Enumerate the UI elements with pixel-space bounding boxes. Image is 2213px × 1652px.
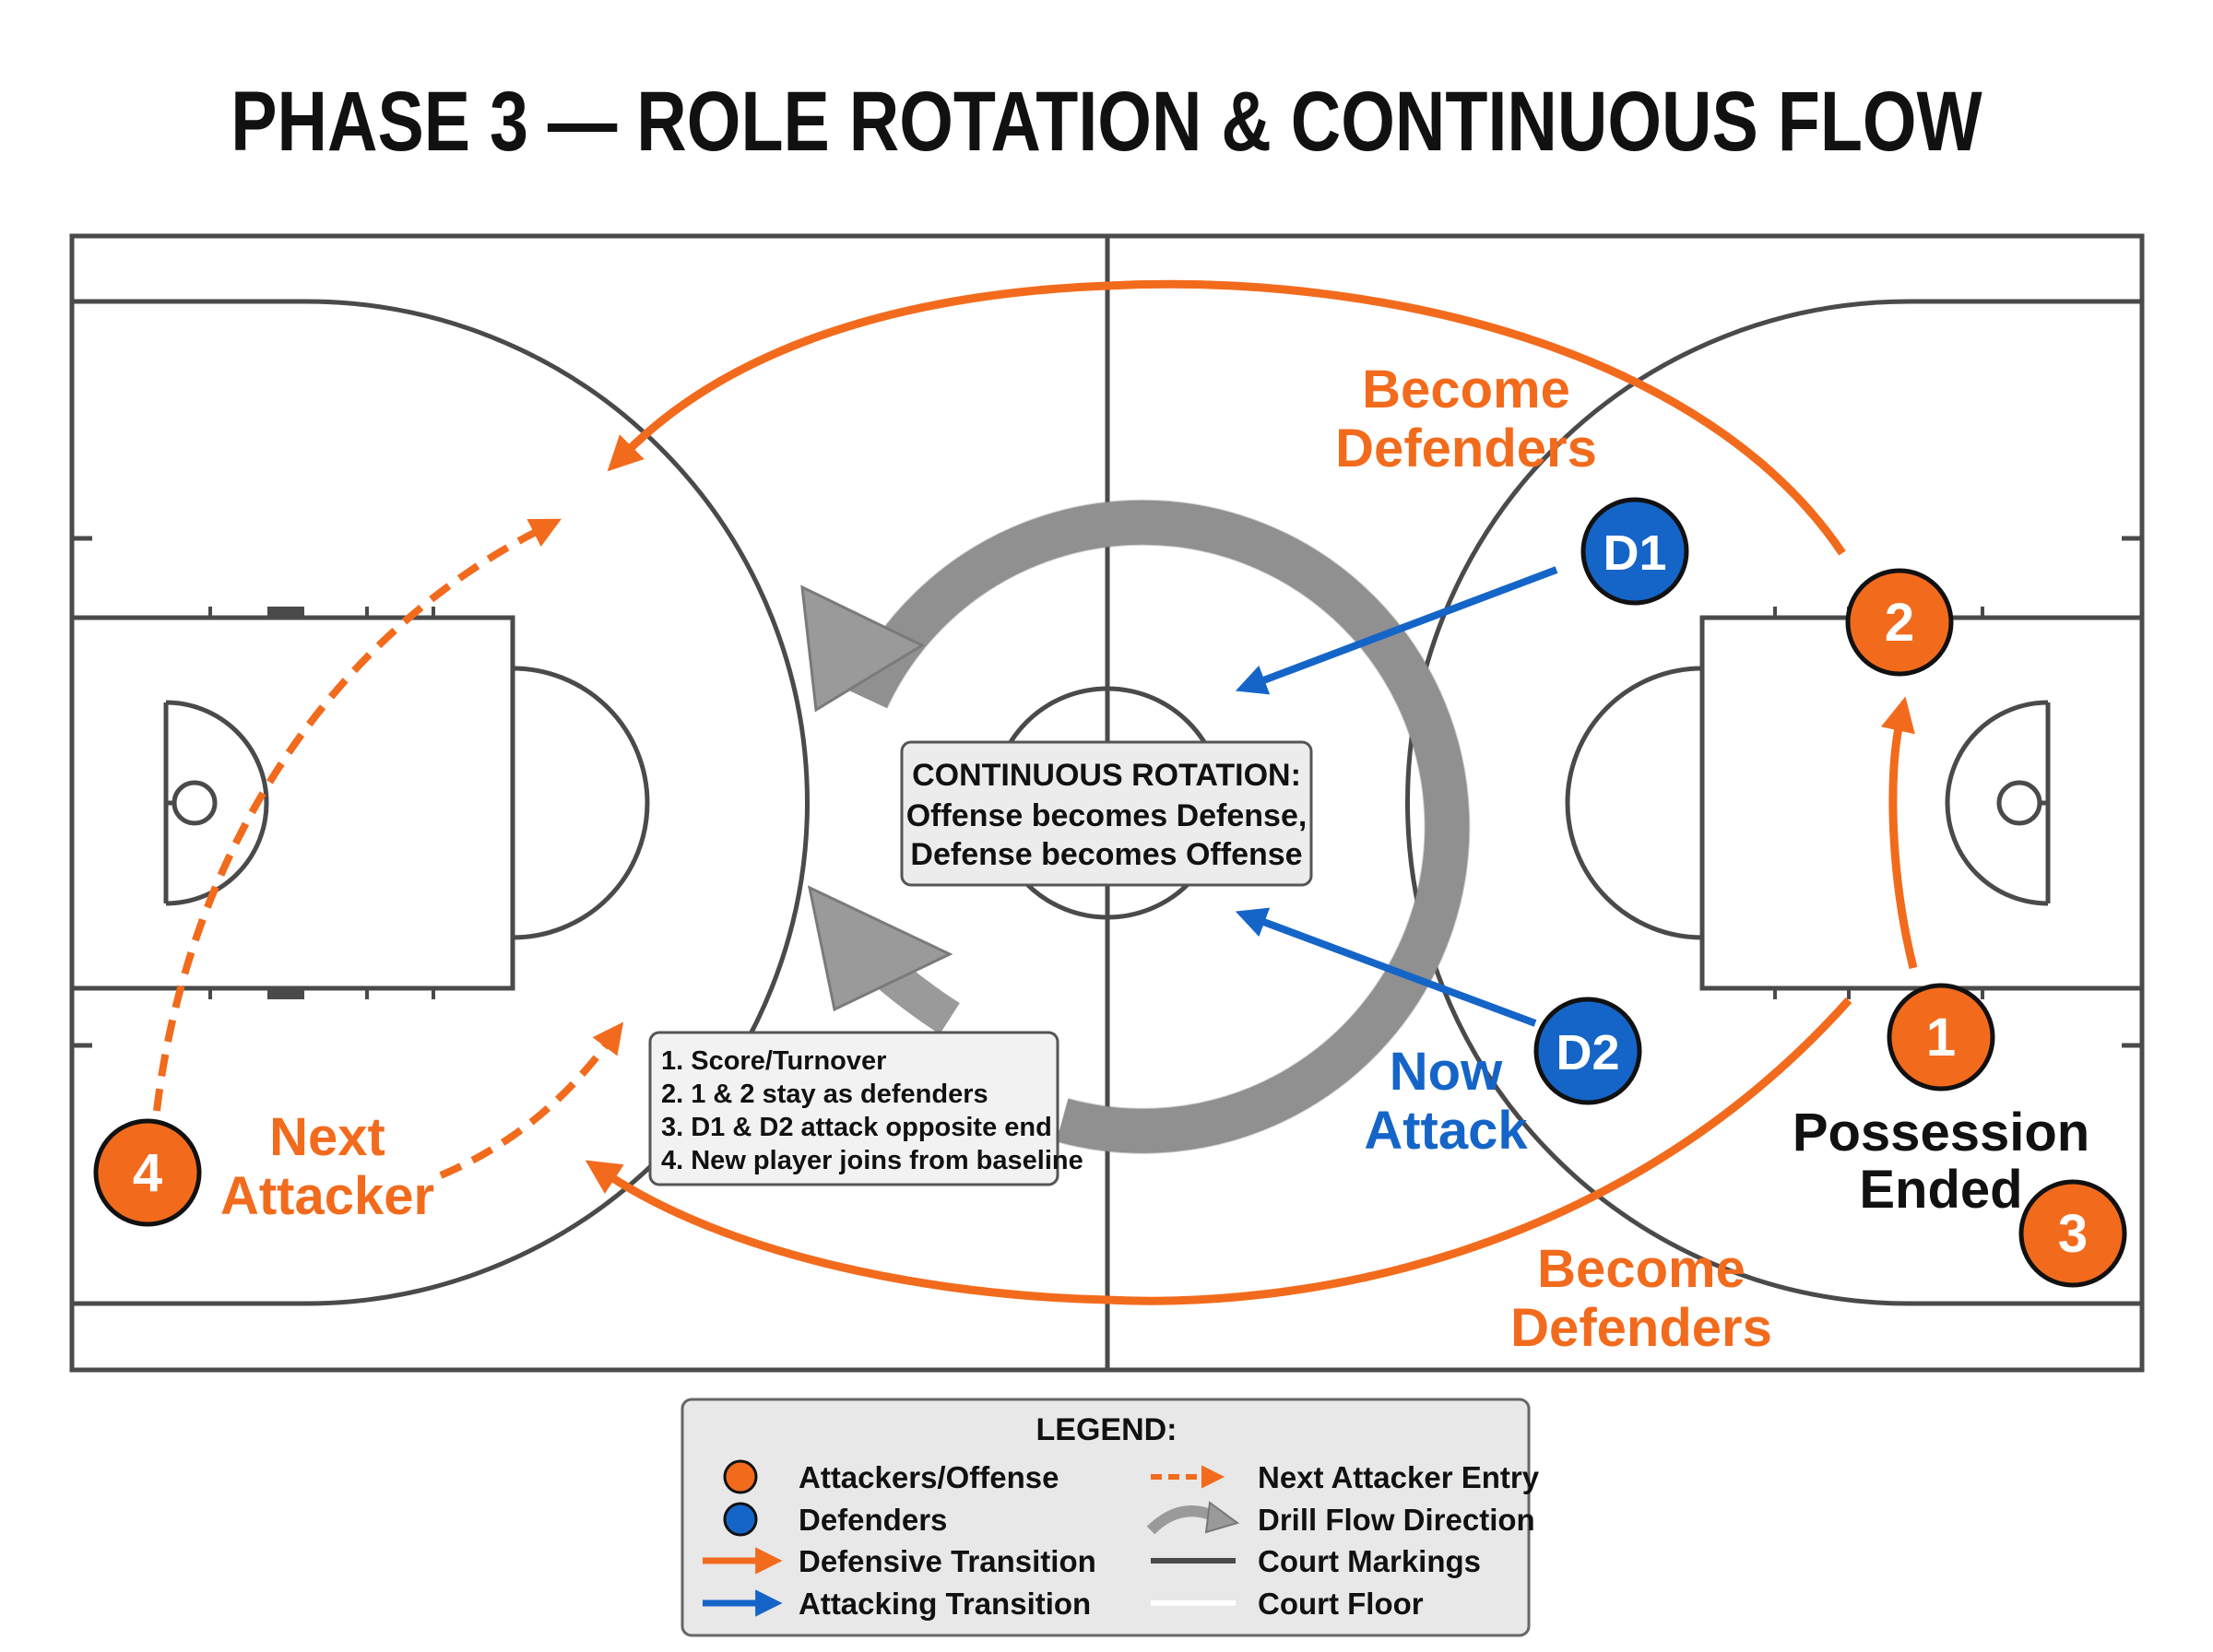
defender-d2: D2 [1533,997,1642,1105]
defensive-transitions [585,279,1918,1305]
become-defenders-bottom-line1: Become [1537,1239,1746,1299]
right-restricted-arc [1945,700,2049,906]
right-three-point-line [1405,299,2142,1306]
d1-attack-arrow [1235,566,1558,695]
legend-blue-dot-icon [723,1502,758,1537]
legend-label-court-floor: Court Floor [1258,1587,1424,1621]
page-title: PHASE 3 — ROLE ROTATION & CONTINUOUS FLO… [231,74,1982,169]
defender-d1: D1 [1580,497,1689,606]
svg-text:3: 3 [2058,1204,2088,1264]
svg-text:D2: D2 [1556,1025,1619,1080]
left-key [69,615,515,991]
legend-title: LEGEND: [1036,1412,1178,1447]
court [69,233,2145,1373]
legend-label-drill-flow: Drill Flow Direction [1258,1503,1535,1537]
center-box-line1: Offense becomes Defense, [906,798,1308,833]
top-defensive-arrow [607,279,1846,556]
player-2: 2 [1845,568,1954,677]
d2-attack-arrow [1235,907,1537,1027]
next-attacker-arrow-lower [439,1021,624,1179]
right-hoop [1996,780,2042,826]
possession-ended-line2: Ended [1859,1160,2022,1220]
next-attacker-line1: Next [269,1107,385,1167]
left-hoop [172,780,218,826]
annotations: Become Defenders Become Defenders Now At… [220,360,2089,1358]
player-1: 1 [1887,983,1995,1092]
step-2: 2. 1 & 2 stay as defenders [661,1080,988,1109]
next-attacker-line2: Attacker [220,1166,434,1226]
drill-flow-head-upper [800,584,926,713]
steps-box: 1. Score/Turnover 2. 1 & 2 stay as defen… [648,1031,1083,1186]
svg-text:1: 1 [1926,1008,1956,1068]
legend-label-defenders: Defenders [799,1503,947,1537]
legend-label-defensive-transition: Defensive Transition [799,1544,1096,1578]
step-4: 4. New player joins from baseline [661,1146,1083,1175]
center-rotation-box: CONTINUOUS ROTATION: Offense becomes Def… [900,740,1313,887]
right-free-throw-circle [1565,666,1703,940]
lane-marks [208,607,1984,999]
right-key [1699,615,2145,991]
attacking-transitions [1235,566,1558,1027]
step-1: 1. Score/Turnover [661,1046,886,1076]
next-attacker-entries [153,518,624,1179]
player-4: 4 [93,1118,202,1227]
svg-text:2: 2 [1885,593,1914,653]
legend-label-next-attacker: Next Attacker Entry [1258,1460,1540,1494]
become-defenders-top-line1: Become [1362,360,1570,419]
become-defenders-bottom-line2: Defenders [1510,1298,1772,1358]
svg-text:4: 4 [133,1143,162,1203]
drill-flow-head-lower [807,885,953,1012]
possession-ended-line1: Possession [1793,1103,2089,1162]
left-three-point-line [72,299,810,1306]
bottom-defensive-arrow [585,997,1852,1305]
legend-label-attacking-transition: Attacking Transition [799,1587,1091,1621]
player-3: 3 [2018,1179,2127,1288]
center-box-heading: CONTINUOUS ROTATION: [912,758,1301,793]
legend-label-court-markings: Court Markings [1258,1544,1481,1578]
legend-orange-dot-icon [723,1459,758,1494]
player-markers: 1 2 3 4 D1 D2 [93,497,2127,1288]
next-attacker-arrow-upper [153,518,562,1112]
drill-flow-arrow [800,499,1471,1154]
svg-text:D1: D1 [1603,525,1666,581]
legend-label-attackers: Attackers/Offense [799,1460,1059,1494]
center-box-line2: Defense becomes Offense [910,837,1302,872]
now-attack-line1: Now [1390,1042,1503,1102]
now-attack-line2: Attack [1364,1101,1528,1161]
one-to-two-arrow [1880,696,1918,970]
left-free-throw-circle [512,666,650,940]
step-3: 3. D1 & D2 attack opposite end [661,1113,1052,1142]
legend: LEGEND: Attackers/Offense Defenders Defe… [680,1398,1540,1637]
become-defenders-top-line2: Defenders [1335,419,1597,478]
